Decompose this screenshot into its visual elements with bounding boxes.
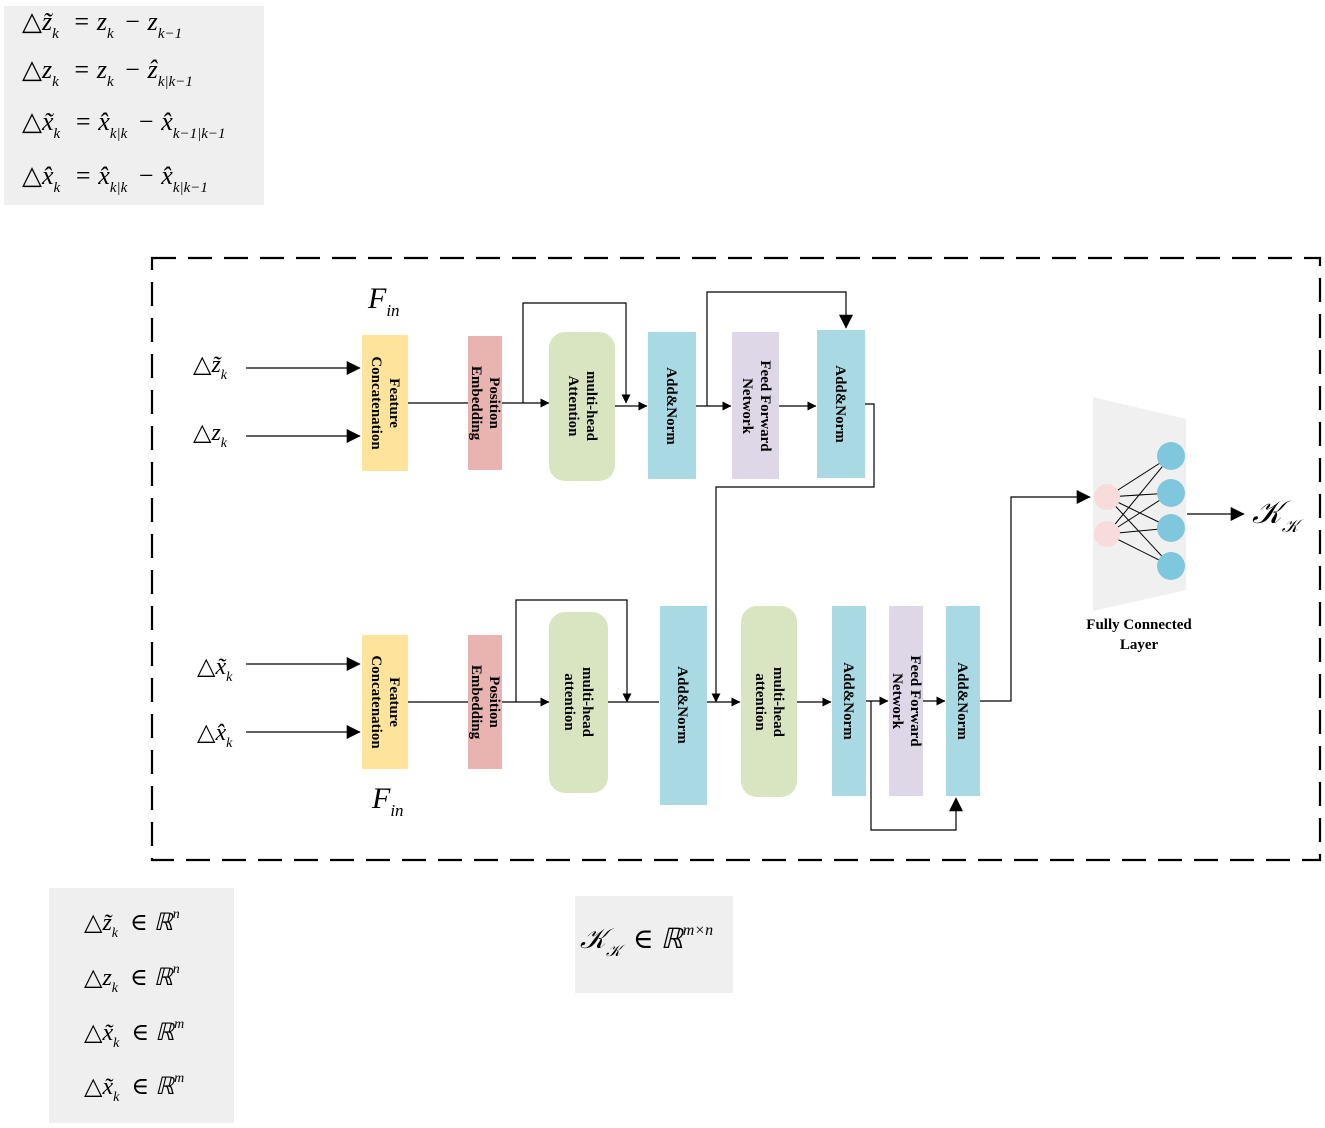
equation-panel-top bbox=[4, 6, 264, 205]
top-attention-block bbox=[549, 332, 615, 481]
equation-panel-gain bbox=[575, 896, 733, 993]
bottom-attention-1-label: multi-headattention bbox=[561, 667, 595, 738]
fc-input-node-1 bbox=[1094, 484, 1120, 510]
fc-input-node-2 bbox=[1094, 521, 1120, 547]
output-gain: 𝒦𝒦 bbox=[1252, 494, 1304, 536]
input-delta-x-tilde: △x̃k bbox=[197, 654, 233, 685]
bottom-feature-label: FeatureConcatenation bbox=[368, 655, 402, 749]
input-delta-z: △zk bbox=[193, 420, 228, 451]
input-delta-z-tilde: △z̃k bbox=[193, 352, 228, 383]
bottom-residual-1 bbox=[515, 599, 632, 703]
top-ffn-label: Feed ForwardNetwork bbox=[739, 360, 773, 452]
bottom-attention-2-label: multi-headattention bbox=[752, 667, 786, 738]
bottom-addnorm-2-label: Add&Norm bbox=[840, 662, 856, 740]
top-addnorm-1-label: Add&Norm bbox=[663, 367, 679, 445]
equation-panel-dimensions bbox=[49, 888, 234, 1123]
bottom-attention-1 bbox=[549, 612, 608, 793]
fc-output-node-3 bbox=[1157, 514, 1185, 542]
equations-top: △z̃k= zk− zk−1 △zk= zk− ẑk|k−1 △x̃k= x̂k… bbox=[22, 7, 226, 196]
f-in-top: Fin bbox=[367, 282, 400, 320]
bottom-residual-2 bbox=[870, 701, 963, 831]
fc-output-node-4 bbox=[1157, 552, 1185, 580]
bottom-addnorm-3 bbox=[946, 606, 980, 796]
input-delta-x-hat: △x̂k bbox=[197, 720, 233, 751]
top-ffn-block bbox=[732, 332, 779, 479]
bottom-position-label: PositionEmbedding bbox=[468, 665, 502, 740]
equation-2: △zk= zk− ẑk|k−1 bbox=[22, 55, 193, 90]
top-feature-label: FeatureConcatenation bbox=[368, 356, 402, 450]
dimension-3: △x̃k∈ ℝm bbox=[84, 1017, 184, 1051]
top-addnorm-1 bbox=[648, 332, 696, 479]
top-addnorm-2-label: Add&Norm bbox=[832, 365, 848, 443]
connectors bbox=[246, 291, 1245, 831]
bottom-ffn-block bbox=[889, 606, 923, 796]
equation-1: △z̃k= zk− zk−1 bbox=[22, 7, 182, 42]
model-frame bbox=[150, 256, 1322, 862]
top-addnorm-2 bbox=[817, 330, 865, 478]
inputs-bottom: △x̃k △x̂k bbox=[197, 654, 233, 751]
equation-4: △x̂k= x̂k|k− x̂k|k−1 bbox=[22, 161, 208, 196]
top-residual-1 bbox=[522, 302, 631, 404]
top-to-bottom-link bbox=[711, 403, 875, 703]
fc-output-node-2 bbox=[1157, 479, 1185, 507]
top-position-block bbox=[468, 336, 502, 470]
top-position-label: PositionEmbedding bbox=[468, 366, 502, 441]
bottom-feature-block bbox=[362, 635, 408, 769]
bottom-addnorm-1-label: Add&Norm bbox=[674, 666, 690, 744]
dimension-1: △z̃k∈ ℝn bbox=[84, 907, 180, 941]
bottom-to-fc bbox=[980, 490, 1091, 702]
bottom-addnorm-1 bbox=[660, 606, 707, 805]
equation-3: △x̃k= x̂k|k− x̂k−1|k−1 bbox=[22, 107, 226, 142]
bottom-addnorm-2 bbox=[832, 606, 866, 796]
equations-dimensions: △z̃k∈ ℝn △zk∈ ℝn △x̃k∈ ℝm △x̃k∈ ℝm bbox=[84, 907, 184, 1105]
fc-output-node-1 bbox=[1157, 442, 1185, 470]
inputs-top: △z̃k △zk bbox=[193, 352, 228, 451]
top-attention-label: multi-headAttention bbox=[565, 371, 599, 442]
bottom-position-block bbox=[468, 635, 502, 769]
bottom-ffn-label: Feed ForwardNetwork bbox=[889, 655, 923, 747]
bottom-addnorm-3-label: Add&Norm bbox=[954, 662, 970, 740]
dimension-4: △x̃k∈ ℝm bbox=[84, 1071, 184, 1105]
dimension-2: △zk∈ ℝn bbox=[84, 962, 180, 996]
top-feature-block bbox=[362, 335, 408, 471]
top-residual-2 bbox=[706, 291, 853, 406]
bottom-attention-2 bbox=[741, 606, 797, 797]
f-in-bottom: Fin bbox=[371, 782, 404, 820]
